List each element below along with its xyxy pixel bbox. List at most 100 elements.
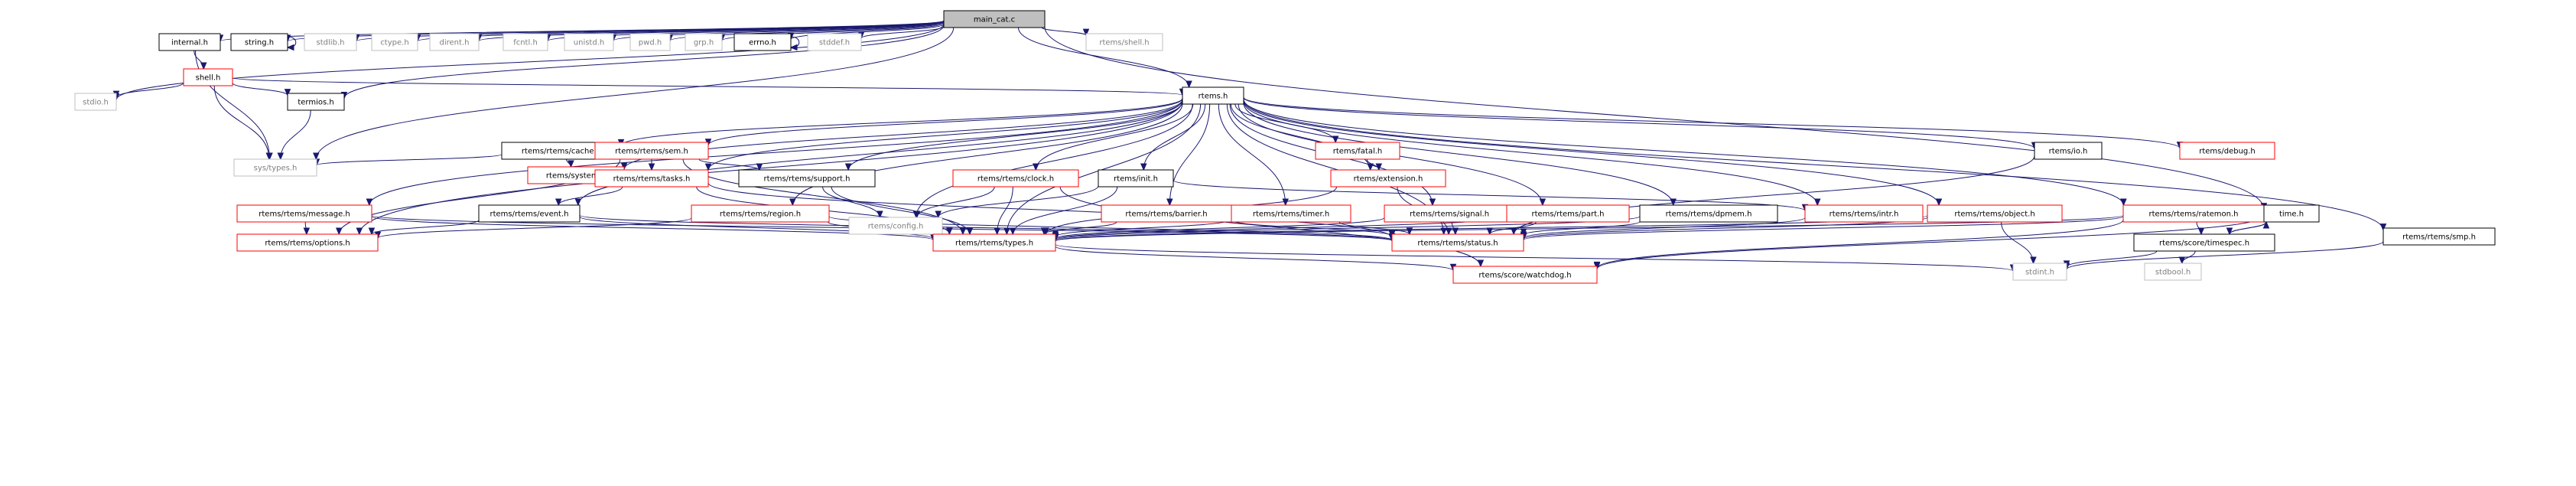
node-label: rtems/rtems/smp.h xyxy=(2402,233,2476,242)
node-label: rtems/rtems/status.h xyxy=(1417,240,1498,248)
edge-line xyxy=(790,24,945,40)
node-label: rtems/rtems/dpmem.h xyxy=(1666,210,1752,219)
node-label: dirent.h xyxy=(440,39,470,47)
edge-internal-to-shell xyxy=(194,50,207,70)
node-string[interactable]: string.h xyxy=(230,33,288,51)
node-init[interactable]: rtems/init.h xyxy=(1098,169,1174,188)
node-internal[interactable]: internal.h xyxy=(158,33,221,51)
node-timespec[interactable]: rtems/score/timespec.h xyxy=(2133,233,2275,252)
edge-shell-to-stdio xyxy=(112,82,184,99)
node-ctype[interactable]: ctype.h xyxy=(371,33,418,51)
node-grp[interactable]: grp.h xyxy=(685,33,723,51)
edge-arrowhead xyxy=(2262,220,2270,229)
node-clock[interactable]: rtems/rtems/clock.h xyxy=(952,169,1079,188)
node-rtemsh[interactable]: rtems.h xyxy=(1182,86,1244,105)
node-object[interactable]: rtems/rtems/object.h xyxy=(1927,204,2063,223)
node-stdint[interactable]: stdint.h xyxy=(2012,263,2067,281)
node-label: rtems/rtems/clock.h xyxy=(977,175,1054,184)
node-box xyxy=(807,33,862,51)
edge-arrowhead xyxy=(200,62,207,70)
edge-line xyxy=(721,22,945,41)
node-ratemon[interactable]: rtems/rtems/ratemon.h xyxy=(2122,204,2265,223)
edge-arrowhead xyxy=(2226,227,2233,236)
node-timer[interactable]: rtems/rtems/timer.h xyxy=(1231,204,1351,223)
node-smp[interactable]: rtems/rtems/smp.h xyxy=(2382,227,2496,246)
node-tasks[interactable]: rtems/rtems/tasks.h xyxy=(594,169,709,188)
node-fatal[interactable]: rtems/fatal.h xyxy=(1315,142,1400,160)
edge-line xyxy=(195,50,270,160)
node-label: rtems/config.h xyxy=(868,223,924,231)
node-rshell[interactable]: rtems/shell.h xyxy=(1085,33,1163,51)
node-options[interactable]: rtems/rtems/options.h xyxy=(236,233,379,252)
edge-arrowhead xyxy=(877,210,883,219)
node-dpmem[interactable]: rtems/rtems/dpmem.h xyxy=(1639,204,1778,223)
edge-errno-to-errno xyxy=(789,36,800,51)
edge-line xyxy=(916,186,995,218)
node-label: rtems/extension.h xyxy=(1354,175,1423,184)
node-box xyxy=(1231,204,1351,223)
node-box xyxy=(503,33,548,51)
node-termios[interactable]: termios.h xyxy=(287,93,345,111)
node-stdio[interactable]: stdio.h xyxy=(74,93,117,111)
node-label: rtems/io.h xyxy=(2049,148,2088,156)
node-dirent[interactable]: dirent.h xyxy=(429,33,480,51)
node-barrier[interactable]: rtems/rtems/barrier.h xyxy=(1101,204,1232,223)
node-stdlib[interactable]: stdlib.h xyxy=(304,33,357,51)
node-sem[interactable]: rtems/rtems/sem.h xyxy=(594,142,709,160)
node-label: stddef.h xyxy=(819,39,850,47)
node-extension[interactable]: rtems/extension.h xyxy=(1330,169,1446,188)
node-label: rtems/debug.h xyxy=(2199,148,2256,156)
edge-line xyxy=(707,99,1183,171)
edge-arrowhead xyxy=(1009,227,1016,236)
edge-rtemsh-to-io xyxy=(1243,97,2038,150)
node-label: rtems.h xyxy=(1199,93,1228,101)
node-io[interactable]: rtems/io.h xyxy=(2034,142,2103,160)
node-label: time.h xyxy=(2279,210,2304,219)
node-intr[interactable]: rtems/rtems/intr.h xyxy=(1804,204,1924,223)
node-message[interactable]: rtems/rtems/message.h xyxy=(236,204,372,223)
edge-internal-to-systypes xyxy=(195,50,273,161)
edge-line xyxy=(213,85,270,160)
node-fcntl[interactable]: fcntl.h xyxy=(503,33,548,51)
node-event[interactable]: rtems/rtems/event.h xyxy=(478,204,581,223)
node-watchdog[interactable]: rtems/score/watchdog.h xyxy=(1452,266,1598,284)
edge-line xyxy=(369,99,1183,206)
nodes-layer: main_cat.c internal.h string.h stdlib.h ctyp… xyxy=(74,10,2496,284)
node-stdbool[interactable]: stdbool.h xyxy=(2144,263,2202,281)
node-label: pwd.h xyxy=(639,39,662,47)
edge-line xyxy=(2066,250,2158,268)
edge-barrier-to-types xyxy=(1040,221,1117,236)
node-shell[interactable]: shell.h xyxy=(183,68,233,86)
node-pwd[interactable]: pwd.h xyxy=(629,33,671,51)
node-debug[interactable]: rtems/debug.h xyxy=(2179,142,2275,160)
edge-line xyxy=(558,186,623,206)
node-label: shell.h xyxy=(196,74,221,83)
edge-arrowhead xyxy=(844,163,852,171)
edge-arrowhead xyxy=(356,227,363,236)
edge-line xyxy=(1523,216,2124,241)
node-stddef[interactable]: stddef.h xyxy=(807,33,862,51)
node-support[interactable]: rtems/rtems/support.h xyxy=(738,169,876,188)
node-config[interactable]: rtems/config.h xyxy=(848,217,943,235)
edge-rtemsh-to-timer xyxy=(1218,103,1289,207)
node-systypes[interactable]: sys/types.h xyxy=(233,158,317,177)
node-label: rtems/rtems/cache.h xyxy=(522,148,601,156)
node-unistd[interactable]: unistd.h xyxy=(564,33,614,51)
edge-line xyxy=(620,97,1183,146)
node-box xyxy=(236,233,379,252)
edge-line xyxy=(232,77,1183,96)
node-box xyxy=(1452,266,1598,284)
node-main-cat[interactable]: main_cat.c xyxy=(943,10,1046,28)
edge-object-to-stdint xyxy=(2001,221,2037,265)
node-region[interactable]: rtems/rtems/region.h xyxy=(691,204,830,223)
node-time[interactable]: time.h xyxy=(2263,204,2320,223)
edge-rtemsh-to-options xyxy=(356,100,1183,236)
edge-line xyxy=(1243,103,1674,206)
node-part[interactable]: rtems/rtems/part.h xyxy=(1506,204,1630,223)
node-status[interactable]: rtems/rtems/status.h xyxy=(1391,233,1524,252)
node-types[interactable]: rtems/rtems/types.h xyxy=(932,233,1056,252)
node-label: rtems/rtems/tasks.h xyxy=(613,175,691,184)
edge-line xyxy=(1243,99,2124,206)
node-signal[interactable]: rtems/rtems/signal.h xyxy=(1384,204,1515,223)
node-errno[interactable]: errno.h xyxy=(733,33,792,51)
